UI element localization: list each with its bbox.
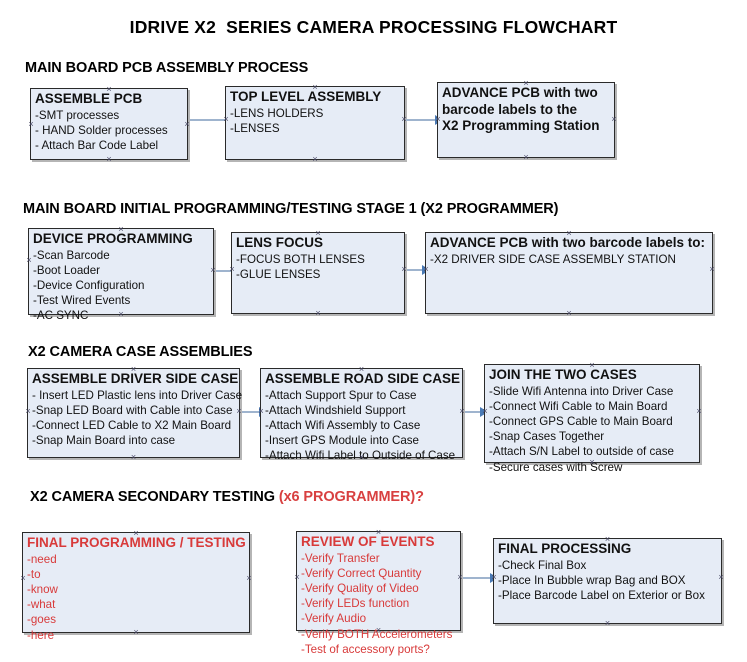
box-line: -need	[27, 552, 57, 566]
process-box-device-programming[interactable]: DEVICE PROGRAMMING -Scan Barcode -Boot L…	[28, 228, 214, 322]
section-heading-text: MAIN BOARD PCB ASSEMBLY PROCESS	[25, 60, 309, 76]
box-title: JOIN THE TWO CASES	[489, 367, 637, 382]
section-heading-text: X2 CAMERA SECONDARY TESTING	[30, 489, 279, 505]
anchor-handle-bottom[interactable]	[311, 155, 320, 164]
process-box-assemble-road-side-case[interactable]: ASSEMBLE ROAD SIDE CASE -Attach Support …	[260, 368, 463, 462]
connector-road-case-to-join-cases	[465, 407, 488, 417]
box-line: -Snap Main Board into case	[32, 434, 176, 448]
box-line: -Connect Wifi Cable to Main Board	[489, 399, 668, 413]
process-box-review-of-events[interactable]: REVIEW OF EVENTS -Verify Transfer -Verif…	[296, 531, 461, 656]
box-line: -Scan Barcode	[33, 248, 110, 262]
connector-top-level-to-advance-pcb	[406, 115, 443, 125]
box-line: -Insert GPS Module into Case	[265, 434, 420, 448]
box-line: -Verify Audio	[301, 612, 367, 626]
box-line: -Attach Wifi Label to Outside of Case	[265, 449, 456, 463]
section-heading-text: MAIN BOARD INITIAL PROGRAMMING/TESTING S…	[23, 201, 559, 217]
box-line: -what	[27, 598, 56, 612]
section-heading-x2-camera-case-assemblies: X2 CAMERA CASE ASSEMBLIES	[28, 344, 253, 360]
box-line: - HAND Solder processes	[35, 123, 168, 137]
box-line: -Device Configuration	[33, 278, 145, 292]
box-line: -GLUE LENSES	[236, 267, 321, 281]
process-box-final-programming-testing[interactable]: FINAL PROGRAMMING / TESTING -need -to -k…	[22, 532, 250, 642]
anchor-handle-bottom[interactable]	[314, 309, 323, 318]
box-line: -LENSES	[230, 121, 280, 135]
box-line: - Insert LED Plastic lens into Driver Ca…	[32, 388, 243, 402]
box-line: -to	[27, 567, 41, 581]
box-line: -Place Barcode Label on Exterior or Box	[498, 588, 705, 602]
box-line: - Attach Bar Code Label	[35, 138, 159, 152]
box-title: ASSEMBLE ROAD SIDE CASE	[265, 371, 461, 386]
box-line: -Verify Correct Quantity	[301, 566, 422, 580]
box-line: -know	[27, 582, 58, 596]
anchor-handle-bottom[interactable]	[522, 153, 531, 162]
connector-assemble-pcb-to-top-level	[190, 115, 233, 125]
box-line: -Verify BOTH Accelerometers	[301, 627, 453, 641]
anchor-handle-bottom[interactable]	[603, 619, 612, 628]
box-line: -Test Wired Events	[33, 294, 131, 308]
box-title-line: X2 Programming Station	[442, 118, 600, 133]
box-line: -Snap Cases Together	[489, 430, 605, 444]
process-box-assemble-pcb[interactable]: ASSEMBLE PCB -SMT processes - HAND Solde…	[30, 88, 188, 160]
box-line: -Boot Loader	[33, 263, 101, 277]
box-title: ASSEMBLE PCB	[35, 91, 143, 106]
box-line: -LENS HOLDERS	[230, 106, 324, 120]
box-line: -AC SYNC	[33, 309, 89, 323]
box-line: -Attach Wifi Assembly to Case	[265, 418, 421, 432]
box-line-overflow: -Test of accessory ports?	[301, 642, 430, 656]
process-box-advance-pcb-driver-side-case[interactable]: ADVANCE PCB with two barcode labels to: …	[425, 232, 713, 314]
connector-review-to-final-processing	[463, 573, 498, 583]
process-box-assemble-driver-side-case[interactable]: ASSEMBLE DRIVER SIDE CASE - Insert LED P…	[27, 368, 243, 458]
box-title: ADVANCE PCB with two barcode labels to:	[430, 235, 706, 250]
process-box-top-level-assembly[interactable]: TOP LEVEL ASSEMBLY -LENS HOLDERS -LENSES	[225, 86, 405, 160]
process-box-join-the-two-cases[interactable]: JOIN THE TWO CASES -Slide Wifi Antenna i…	[484, 364, 700, 474]
process-box-advance-pcb-programming-station[interactable]: ADVANCE PCB with two barcode labels to t…	[437, 82, 615, 158]
page-title: IDRIVE X2 SERIES CAMERA PROCESSING FLOWC…	[129, 17, 618, 37]
box-line: -Connect GPS Cable to Main Board	[489, 414, 673, 428]
box-title-line: ADVANCE PCB with two	[442, 85, 598, 100]
section-heading-text: X2 CAMERA CASE ASSEMBLIES	[28, 344, 253, 360]
box-title: DEVICE PROGRAMMING	[33, 231, 193, 246]
box-line: -goes	[27, 613, 57, 627]
box-line: -Check Final Box	[498, 558, 587, 572]
section-heading-x2-camera-secondary-testing: X2 CAMERA SECONDARY TESTING (x6 PROGRAMM…	[30, 489, 424, 505]
box-line: -Attach Windshield Support	[265, 403, 406, 417]
box-line: -Verify Transfer	[301, 551, 380, 565]
box-title: TOP LEVEL ASSEMBLY	[230, 89, 382, 104]
box-line: -Verify Quality of Video	[301, 581, 419, 595]
box-title: ASSEMBLE DRIVER SIDE CASE	[32, 371, 239, 386]
box-line: -Attach S/N Label to outside of case	[489, 445, 674, 459]
box-line: -X2 DRIVER SIDE CASE ASSEMBLY STATION	[430, 252, 676, 266]
box-line: -here	[27, 628, 55, 642]
connector-driver-case-to-road-case	[242, 407, 267, 417]
process-box-lens-focus[interactable]: LENS FOCUS -FOCUS BOTH LENSES -GLUE LENS…	[231, 232, 405, 314]
box-line: -Attach Support Spur to Case	[265, 388, 417, 402]
box-line: -Verify LEDs function	[301, 597, 410, 611]
section-heading-main-board-initial-programming: MAIN BOARD INITIAL PROGRAMMING/TESTING S…	[23, 201, 559, 217]
box-line: -Secure cases with Screw	[489, 460, 623, 474]
box-line: -FOCUS BOTH LENSES	[236, 252, 365, 266]
box-title: REVIEW OF EVENTS	[301, 534, 435, 549]
anchor-handle-bottom[interactable]	[105, 155, 114, 164]
anchor-handle-bottom[interactable]	[129, 453, 138, 462]
connector-lens-focus-to-advance-pcb	[407, 265, 430, 275]
box-title-line: barcode labels to the	[442, 101, 578, 117]
box-line: -Connect LED Cable to X2 Main Board	[32, 418, 232, 432]
section-heading-accent: (x6 PROGRAMMER)?	[278, 489, 424, 505]
box-line: -Slide Wifi Antenna into Driver Case	[489, 384, 674, 398]
box-line: -SMT processes	[35, 108, 120, 122]
anchor-handle-bottom[interactable]	[565, 309, 574, 318]
box-title: FINAL PROGRAMMING / TESTING	[27, 535, 246, 550]
box-title: LENS FOCUS	[236, 235, 324, 250]
process-box-final-processing[interactable]: FINAL PROCESSING -Check Final Box -Place…	[493, 538, 722, 624]
box-line: -Place In Bubble wrap Bag and BOX	[498, 573, 686, 587]
section-heading-main-board-pcb-assembly-process: MAIN BOARD PCB ASSEMBLY PROCESS	[25, 60, 308, 76]
box-title: FINAL PROCESSING	[498, 541, 632, 556]
box-line: -Snap LED Board with Cable into Case	[32, 403, 233, 417]
